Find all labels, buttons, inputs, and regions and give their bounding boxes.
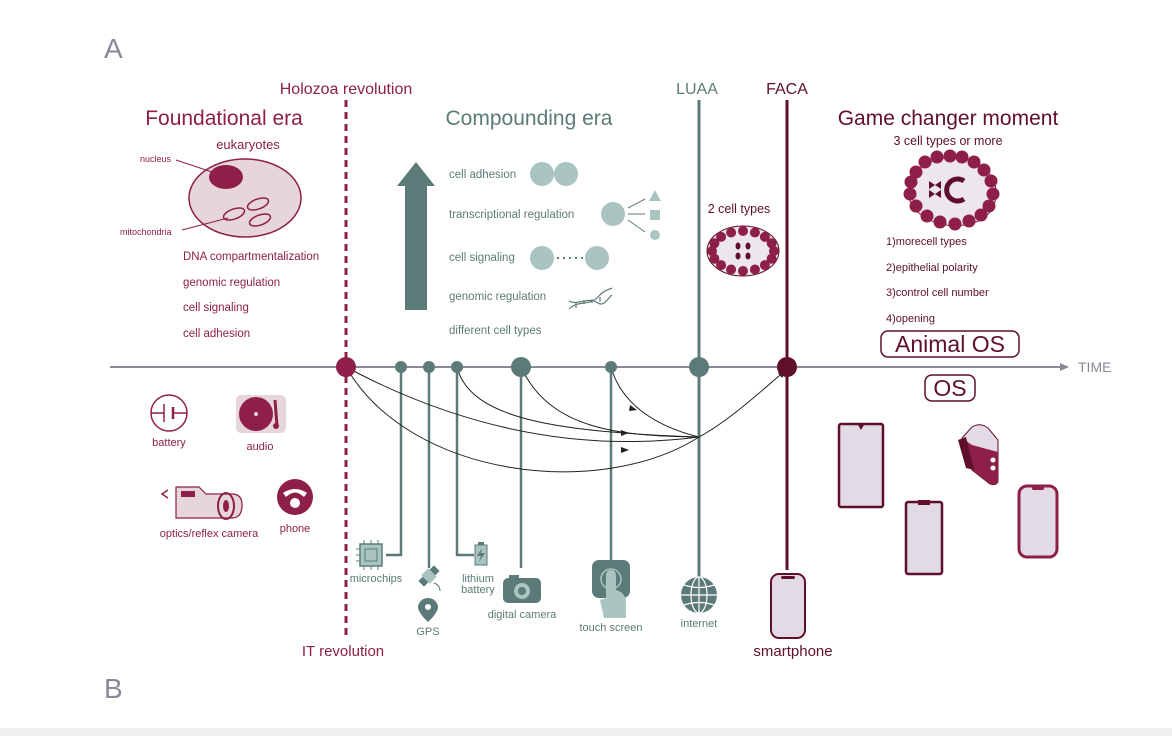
foundational-trait-1: DNA compartmentalization (183, 251, 319, 263)
smartphone-icon (770, 573, 806, 639)
os-box (924, 374, 976, 402)
two-cell-types-label: 2 cell types (708, 202, 771, 216)
digital-camera-label: digital camera (488, 609, 557, 621)
os-label: OS (933, 375, 966, 401)
touch-screen-icon (592, 560, 630, 618)
nucleus-pointer (175, 159, 213, 173)
microchips-node (395, 361, 407, 373)
game-changer-item-4: 4)opening (886, 313, 935, 325)
audio-label: audio (247, 441, 274, 453)
faca-node (777, 357, 797, 377)
gps-label: GPS (416, 626, 439, 638)
it-revolution-label: IT revolution (302, 643, 384, 660)
gps-node (423, 361, 435, 373)
holozoa-node (336, 357, 356, 377)
audio-turntable-icon (236, 395, 286, 433)
compounding-trait-5: different cell types (449, 325, 542, 337)
phone-device-4-icon (1017, 484, 1059, 559)
two-cell-types-icon (706, 225, 780, 277)
camera-label: optics/reflex camera (160, 528, 259, 540)
phone-icon (277, 479, 313, 515)
eukaryote-cell-icon (188, 158, 302, 238)
phone-device-3-icon (958, 424, 999, 485)
animal-os-label: Animal OS (895, 331, 1005, 357)
nucleus-icon (209, 165, 243, 189)
cell-signaling-icon (530, 246, 609, 270)
touch-screen-node (605, 361, 617, 373)
battery-label: battery (152, 437, 186, 449)
holozoa-revolution-label: Holozoa revolution (280, 81, 413, 98)
foundational-trait-2: genomic regulation (183, 277, 280, 289)
foundational-trait-3: cell signaling (183, 302, 249, 314)
compounding-trait-2: transcriptional regulation (449, 209, 574, 221)
upward-arrow-icon (397, 162, 435, 310)
compounding-trait-1: cell adhesion (449, 169, 516, 181)
phone-device-1-icon (837, 422, 885, 509)
compounding-era-title: Compounding era (446, 107, 613, 130)
mitochondria-label: mitochondria (120, 227, 172, 237)
luaa-node (689, 357, 709, 377)
panel-label-b: B (104, 673, 123, 704)
nucleus-label: nucleus (140, 154, 172, 164)
transcriptional-regulation-icon (601, 190, 661, 240)
tech-stems (386, 367, 613, 568)
digital-camera-node (511, 357, 531, 377)
lithium-battery-icon (474, 542, 488, 566)
cell-adhesion-icon (530, 162, 578, 186)
time-axis-label: TIME (1078, 359, 1111, 375)
bottom-band (0, 728, 1172, 736)
microchip-icon (356, 540, 383, 570)
phone-device-2-icon (904, 500, 944, 576)
game-changer-item-3: 3)control cell number (886, 287, 989, 299)
mitochondria-icon (222, 197, 272, 227)
multi-cell-types-icon (903, 149, 1000, 231)
dna-icon (568, 287, 613, 310)
compounding-trait-3: cell signaling (449, 252, 515, 264)
panel-label-a: A (104, 33, 123, 64)
battery-icon (150, 394, 188, 432)
internet-globe-icon (681, 576, 717, 614)
curve-arrowheads (621, 370, 786, 453)
digital-camera-icon (503, 575, 541, 603)
smartphone-label: smartphone (753, 643, 832, 660)
compounding-trait-4: genomic regulation (449, 291, 546, 303)
faca-label: FACA (766, 81, 808, 98)
foundational-trait-4: cell adhesion (183, 328, 250, 340)
mitochondria-pointer (181, 217, 229, 231)
game-changer-subtitle: 3 cell types or more (893, 134, 1002, 148)
camera-icon (160, 486, 243, 520)
foundational-era-title: Foundational era (145, 107, 303, 130)
internet-label: internet (681, 618, 718, 630)
animal-os-box (880, 330, 1020, 358)
touch-screen-label: touch screen (580, 622, 643, 634)
satellite-icon (418, 565, 441, 592)
game-changer-title: Game changer moment (838, 107, 1059, 130)
lithium-node (451, 361, 463, 373)
lithium-label-2: battery (461, 584, 495, 596)
convergence-curves (345, 366, 787, 473)
game-changer-item-1: 1)morecell types (886, 236, 967, 248)
luaa-label: LUAA (676, 81, 718, 98)
lithium-label-1: lithium (462, 573, 494, 585)
gps-pin-icon (418, 598, 438, 622)
microchips-label: microchips (350, 573, 403, 585)
eukaryotes-label: eukaryotes (216, 137, 280, 152)
phone-label: phone (280, 523, 311, 535)
time-axis-arrowhead (1060, 363, 1069, 371)
game-changer-item-2: 2)epithelial polarity (886, 262, 978, 274)
